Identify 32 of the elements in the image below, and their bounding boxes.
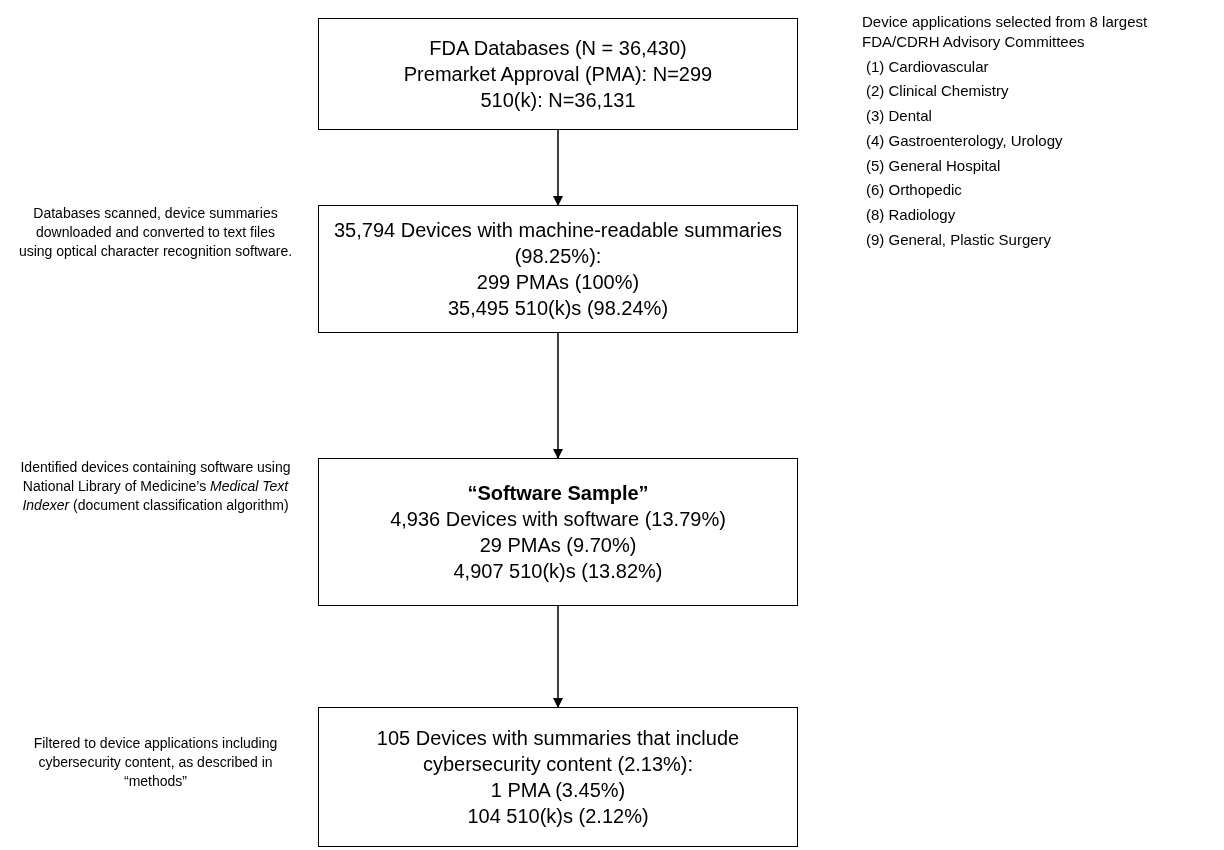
process-box [318, 18, 798, 130]
box-text: 29 PMAs (9.70%) [479, 533, 637, 558]
box-heading: “Software Sample” [467, 481, 649, 506]
list-item: (8) Radiology [865, 205, 957, 225]
process-box [318, 458, 798, 606]
box-text: 35,794 Devices with machine-readable summaries (98.25%): [333, 218, 783, 269]
box-text: Premarket Approval (PMA): N=299 [403, 62, 713, 87]
box-text: 4,907 510(k)s (13.82%) [453, 559, 663, 584]
list-item: (5) General Hospital [865, 155, 1002, 176]
box-text: FDA Databases (N = 36,430) [429, 36, 687, 61]
step-note: Identified devices containing software using National Library of Medicine’s Medical Text Indexer (document classification algorithm) [19, 458, 292, 515]
box-text: 510(k): N=36,131 [480, 88, 636, 113]
arrow [553, 332, 563, 459]
process-box [318, 205, 798, 333]
note-heading: Device applications selected from 8 largest FDA/CDRH Advisory Committees [862, 12, 1149, 53]
step-note: Databases scanned, device summaries downloaded and converted to text files using optical character recognition software. [18, 204, 293, 261]
step-note: Filtered to device applications including cybersecurity content, as described in “methods” [32, 734, 279, 791]
arrow [553, 129, 563, 206]
list-item: (1) Cardiovascular [865, 56, 990, 77]
box-text: 4,936 Devices with software (13.79%) [390, 507, 726, 532]
box-text: 104 510(k)s (2.12%) [467, 804, 649, 829]
list-item: (9) General, Plastic Surgery [865, 229, 1053, 250]
process-box [318, 707, 798, 847]
box-text: 35,495 510(k)s (98.24%) [447, 296, 669, 321]
list-item: (6) Orthopedic [865, 180, 963, 201]
list-item: (2) Clinical Chemistry [865, 81, 1010, 102]
box-text: 1 PMA (3.45%) [490, 778, 626, 803]
list-item: (4) Gastroenterology, Urology [865, 130, 1064, 151]
box-text: 299 PMAs (100%) [476, 270, 640, 295]
box-text: 105 Devices with summaries that include cybersecurity content (2.13%): [375, 726, 741, 777]
list-item: (3) Dental [865, 106, 933, 126]
arrow [553, 605, 563, 708]
